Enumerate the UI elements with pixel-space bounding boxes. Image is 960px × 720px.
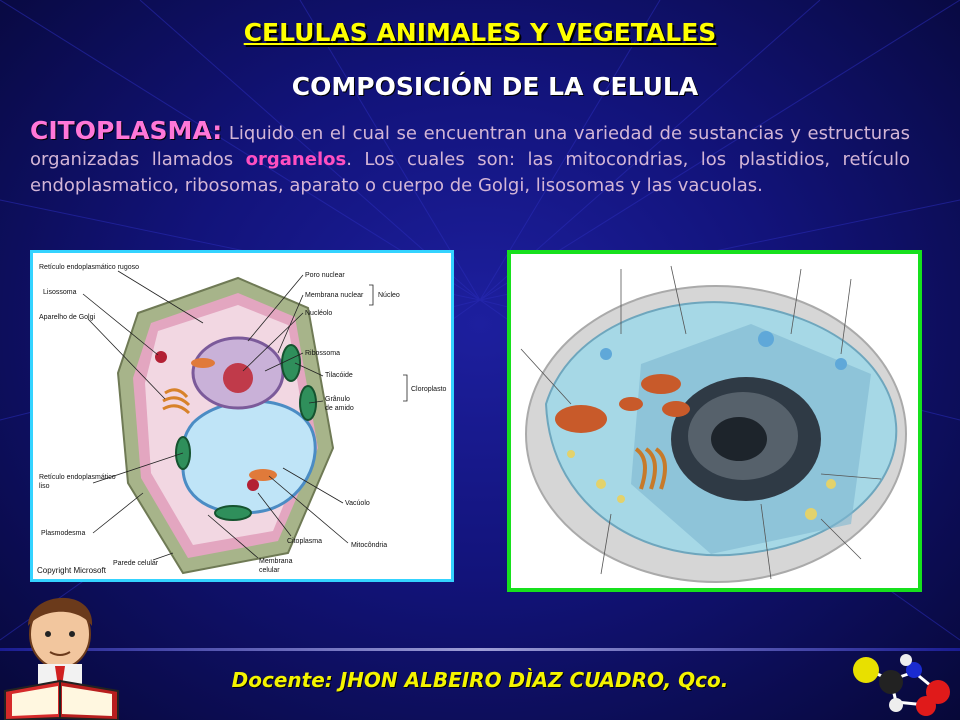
molecule-icon xyxy=(853,654,950,716)
label-rel-2: liso xyxy=(39,483,50,490)
copyright-text: Copyright Microsoft xyxy=(37,566,107,575)
label-cloroplasto: Cloroplasto xyxy=(411,386,447,393)
paragraph-text-before: Liquido en el cual se encuentran una var… xyxy=(30,123,910,170)
footer-divider xyxy=(0,648,960,651)
organelos-highlight: organelos xyxy=(245,149,347,170)
slide-subtitle: COMPOSICIÓN DE LA CELULA xyxy=(291,72,699,101)
citoplasma-paragraph: CITOPLASMA: Liquido en el cual se encuen… xyxy=(30,118,910,199)
label-golgi: Aparelho de Golgi xyxy=(39,314,95,321)
label-nucleolo: Nucléolo xyxy=(305,310,332,317)
slide-title: CELULAS ANIMALES Y VEGETALES xyxy=(243,18,717,47)
label-granulo-2: de amido xyxy=(325,405,354,412)
label-ribossoma: Ribossoma xyxy=(305,350,340,357)
label-citoplasma: Citoplasma xyxy=(287,538,322,545)
label-membrana-nuclear: Membrana nuclear xyxy=(305,292,364,299)
label-poro-nuclear: Poro nuclear xyxy=(305,272,345,279)
plant-cell-figure: Retículo endoplasmático rugoso Lisossoma… xyxy=(30,250,454,582)
animal-cell-figure xyxy=(507,250,922,592)
label-rer: Retículo endoplasmático rugoso xyxy=(39,264,139,271)
animal-cell-illustration xyxy=(511,254,918,588)
paragraph-text-after: . Los cuales son: las mitocondrias, los … xyxy=(30,149,910,196)
label-rel: Retículo endoplasmático xyxy=(39,474,116,481)
teacher-reading-icon xyxy=(4,597,119,720)
label-nucleo: Núcleo xyxy=(378,292,400,299)
label-membrana: Membrana xyxy=(259,558,293,565)
citoplasma-term: CITOPLASMA: xyxy=(30,116,223,145)
plant-cell-illustration: Retículo endoplasmático rugoso Lisossoma… xyxy=(37,264,447,575)
label-membrana-2: celular xyxy=(259,567,280,574)
label-mitocondria: Mitocôndria xyxy=(351,542,387,549)
label-plasmodesma: Plasmodesma xyxy=(41,530,85,537)
label-lisossoma: Lisossoma xyxy=(43,289,77,296)
label-granulo: Grânulo xyxy=(325,396,350,403)
footer-teacher-credit: Docente: JHON ALBEIRO DÌAZ CUADRO, Qco. xyxy=(231,668,729,692)
label-tilacoide: Tilacóide xyxy=(325,372,353,379)
label-parede-celular: Parede celular xyxy=(113,560,159,567)
label-vacuolo: Vacúolo xyxy=(345,500,370,507)
